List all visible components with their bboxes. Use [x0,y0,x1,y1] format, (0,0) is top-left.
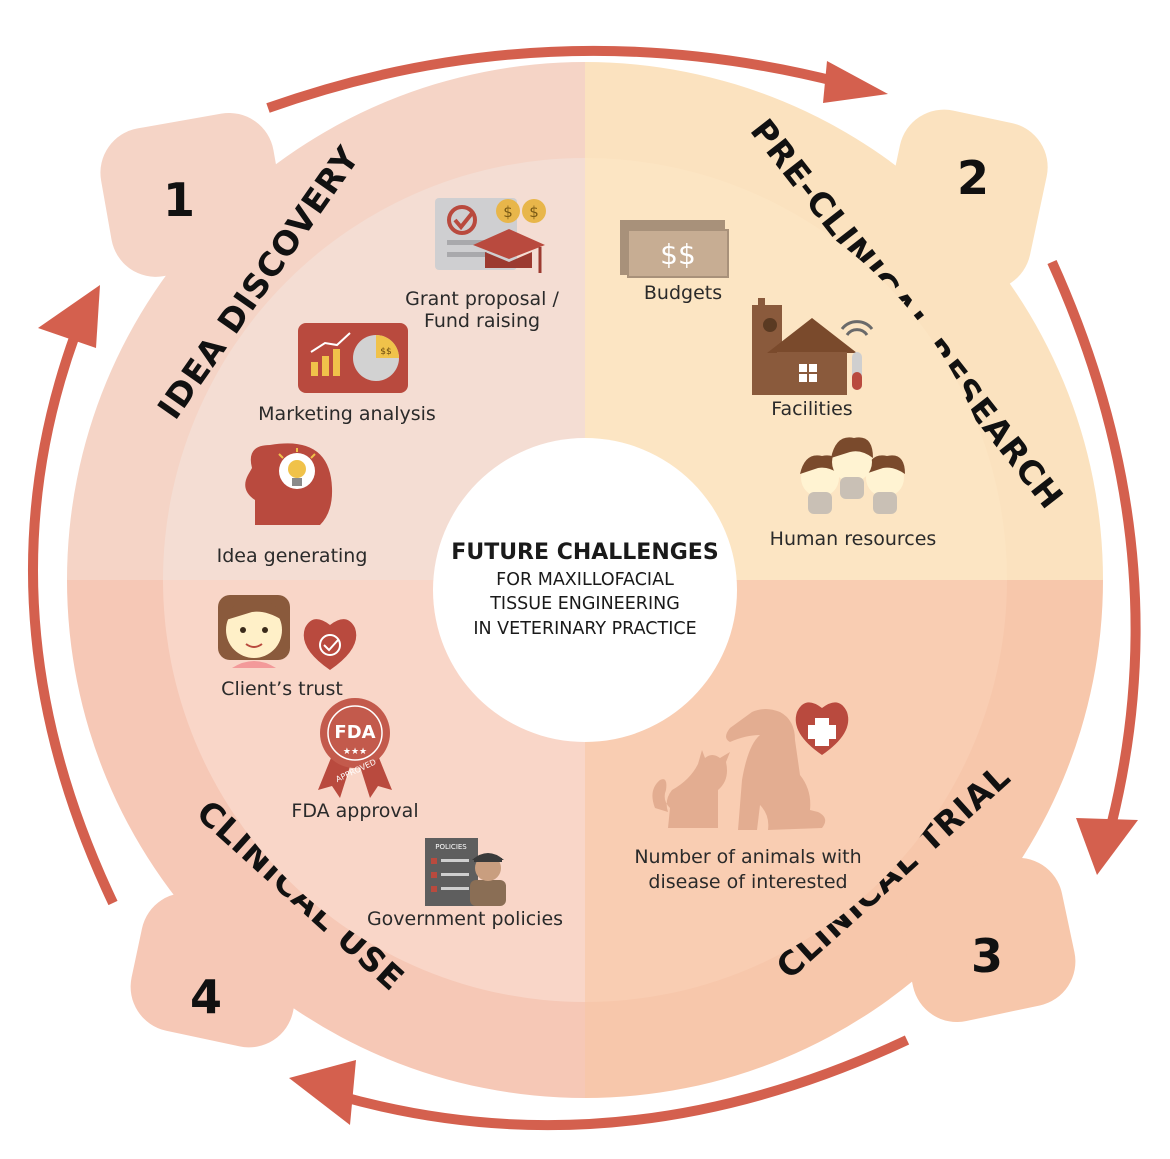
people-icon [800,437,905,514]
arrow-4-to-1 [28,333,118,906]
arrow-1-to-2 [266,45,844,113]
svg-text:FDA: FDA [334,722,375,743]
grant-label-2: Fund raising [424,310,540,332]
money-icon: $$ [620,220,729,278]
svg-text:★★★: ★★★ [343,747,367,757]
lightbulb-head-icon [245,443,333,525]
idea-label: Idea generating [217,545,368,567]
tab-1 [100,112,285,277]
policies-label: Government policies [367,908,563,930]
arrow-1-to-2-head [823,61,888,103]
arrow-2-to-3 [1047,259,1141,824]
center-title: FUTURE CHALLENGES [451,540,718,565]
phase-number-2: 2 [957,151,989,205]
tab-3 [899,857,1076,1023]
human-label: Human resources [770,528,937,550]
center-line-3: IN VETERINARY PRACTICE [473,619,696,639]
arrow-3-to-4-head [289,1060,356,1125]
arrow-4-to-1-head [38,285,100,348]
tab-2 [882,109,1048,291]
facility-house-icon [752,298,874,395]
client-face-icon [218,595,290,668]
svg-text:$$: $$ [660,238,696,271]
svg-text:$: $ [529,203,539,221]
arrow-2-to-3-head [1076,818,1138,875]
fda-label: FDA approval [291,800,418,822]
phase-number-4: 4 [190,970,222,1024]
heart-check-icon [303,619,357,670]
policy-document-icon: POLICIES [425,838,506,906]
trust-label: Client’s trust [221,678,343,700]
phase-number-3: 3 [971,929,1003,983]
center-line-2: TISSUE ENGINEERING [489,594,680,614]
marketing-chart-icon: $$ [298,323,408,393]
budgets-label: Budgets [644,282,722,304]
svg-text:POLICIES: POLICIES [435,843,467,851]
grant-proposal-icon: $ $ [435,198,546,273]
animals-label-2: disease of interested [648,871,847,893]
marketing-label: Marketing analysis [258,403,436,425]
tab-4 [130,892,305,1048]
phase-number-1: 1 [163,173,195,227]
svg-text:$$: $$ [380,347,391,357]
arrow-3-to-4 [338,1035,910,1131]
cycle-arrows [28,45,1141,1131]
fda-badge-icon: FDA ★★★ APPROVED [318,698,392,798]
animals-label-1: Number of animals with [634,846,861,868]
facilities-label: Facilities [771,398,852,420]
svg-text:$: $ [503,203,513,221]
center-circle [433,438,737,742]
cat-dog-icon [652,709,826,830]
medical-heart-icon [795,702,849,755]
grant-label-1: Grant proposal / [405,288,559,310]
center-line-1: FOR MAXILLOFACIAL [496,570,674,590]
